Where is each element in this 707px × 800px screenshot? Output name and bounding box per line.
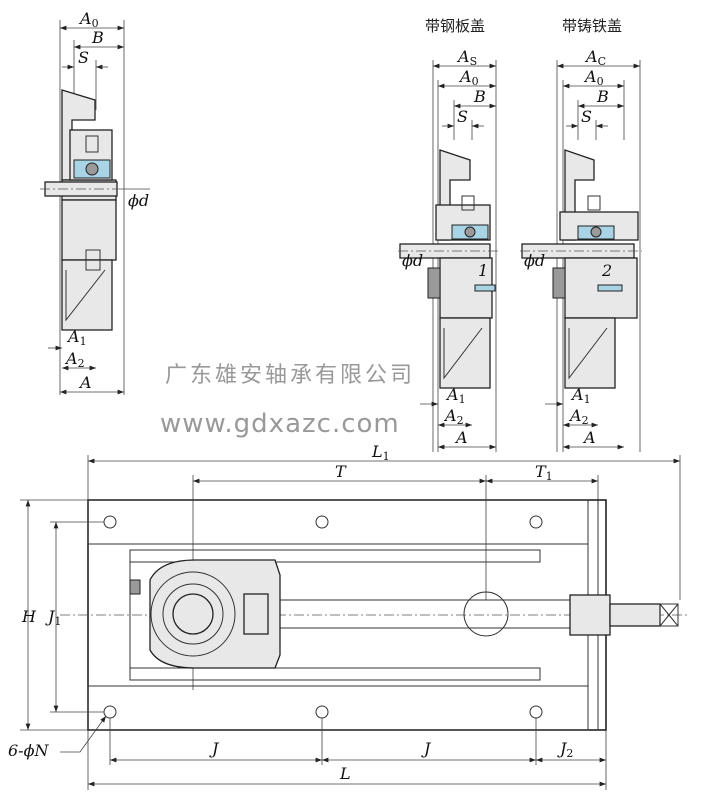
dim-holes-6-phi-N: 6-ϕN <box>8 741 49 760</box>
dim-B: B <box>596 87 609 106</box>
side-view-steel-cover: 带钢板盖 AS A0 B S ϕd 1 A1 A2 A <box>398 17 498 452</box>
dim-J1: J1 <box>45 607 61 628</box>
dim-phi-d: ϕd <box>128 191 149 210</box>
dim-phi-d: ϕd <box>402 251 423 270</box>
dim-A2: A2 <box>64 349 85 370</box>
dim-A2: A2 <box>443 406 464 427</box>
caption-steel-cover: 带钢板盖 <box>425 17 485 35</box>
side-view-basic: A0 B S ϕd A1 A2 A <box>40 9 150 395</box>
dim-As: AS <box>456 47 477 68</box>
note-1: 1 <box>478 261 488 280</box>
dim-A2: A2 <box>568 406 589 427</box>
dim-T1: T1 <box>535 462 553 483</box>
bearing-housing <box>149 559 281 669</box>
dim-L1: L1 <box>371 442 390 463</box>
dim-A: A <box>454 428 468 447</box>
dim-H: H <box>21 607 37 626</box>
dim-A1: A1 <box>66 327 87 348</box>
dim-J-right: J <box>421 739 432 758</box>
dim-Ac: AC <box>584 47 606 68</box>
plan-view: L1 T T1 H J1 6-ϕN J J J2 L <box>8 442 690 790</box>
dim-A1: A1 <box>445 385 466 406</box>
dim-J-left: J <box>209 739 220 758</box>
watermark-company: 广东雄安轴承有限公司 <box>165 363 415 388</box>
dim-A: A <box>78 373 92 392</box>
dim-A: A <box>582 428 596 447</box>
dim-A0: A0 <box>458 67 479 88</box>
dim-S: S <box>581 107 592 126</box>
dim-B: B <box>473 87 486 106</box>
dim-A0: A0 <box>583 67 604 88</box>
watermark-website: www.gdxazc.com <box>160 409 400 439</box>
dim-A1: A1 <box>570 385 591 406</box>
dim-A0: A0 <box>78 9 99 30</box>
note-2: 2 <box>601 261 612 280</box>
dim-L: L <box>339 764 351 783</box>
dim-S: S <box>78 48 89 67</box>
dim-phi-d: ϕd <box>524 251 545 270</box>
dim-S: S <box>457 107 468 126</box>
caption-cast-iron-cover: 带铸铁盖 <box>562 17 622 35</box>
side-view-cast-iron-cover: 带铸铁盖 AC A0 B S ϕd 2 A1 A2 A <box>520 17 642 452</box>
dim-J2: J2 <box>557 739 573 760</box>
dim-B: B <box>91 28 104 47</box>
dim-T: T <box>335 462 347 481</box>
